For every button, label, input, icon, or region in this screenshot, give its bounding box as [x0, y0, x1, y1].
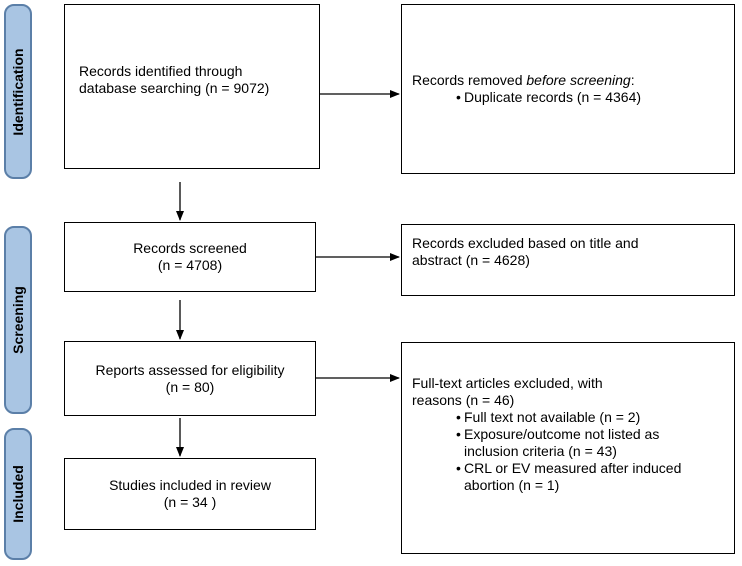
fulltext-excluded-line2: reasons (n = 46): [412, 392, 515, 408]
reports-assessed-line2: (n = 80): [165, 378, 215, 395]
records-removed-emphasis: before screening: [526, 72, 631, 88]
records-screened-line1: Records screened: [133, 240, 247, 256]
phase-identification-label: Identification: [10, 47, 26, 136]
reason-item: CRL or EV measured after induced abortio…: [412, 460, 734, 494]
records-excluded-box: Records excluded based on title and abst…: [401, 224, 735, 296]
records-identified-box: Records identified through database sear…: [64, 4, 320, 169]
phase-screening-label: Screening: [10, 286, 26, 354]
phase-identification: Identification: [4, 4, 32, 179]
reason-item: Full text not available (n = 2): [412, 409, 734, 426]
reports-assessed-line1: Reports assessed for eligibility: [95, 361, 285, 378]
reports-assessed-box: Reports assessed for eligibility (n = 80…: [64, 341, 316, 416]
fulltext-excluded-box: Full-text articles excluded, with reason…: [401, 342, 735, 554]
records-removed-item: Duplicate records (n = 4364): [412, 89, 734, 106]
records-screened-box: Records screened (n = 4708): [64, 222, 316, 292]
records-removed-heading: Records removed before screening:: [412, 72, 635, 88]
records-identified-line2: database searching (n = 9072): [79, 80, 270, 96]
fulltext-excluded-line1: Full-text articles excluded, with: [412, 375, 603, 391]
records-screened-line2: (n = 4708): [157, 257, 223, 273]
reason-item: Exposure/outcome not listed as inclusion…: [412, 426, 734, 460]
phase-included-label: Included: [10, 465, 26, 523]
studies-included-line1: Studies included in review: [109, 477, 271, 493]
studies-included-box: Studies included in review (n = 34 ): [64, 458, 316, 530]
fulltext-excluded-reasons: Full text not available (n = 2) Exposure…: [412, 409, 734, 494]
records-excluded-line2: abstract (n = 4628): [412, 252, 530, 268]
records-removed-list: Duplicate records (n = 4364): [412, 89, 734, 106]
studies-included-line2: (n = 34 ): [163, 494, 217, 510]
records-excluded-line1: Records excluded based on title and: [412, 235, 639, 251]
phase-screening: Screening: [4, 226, 32, 414]
records-removed-box: Records removed before screening: Duplic…: [401, 4, 735, 174]
records-identified-line1: Records identified through: [79, 63, 243, 79]
phase-included: Included: [4, 428, 32, 560]
